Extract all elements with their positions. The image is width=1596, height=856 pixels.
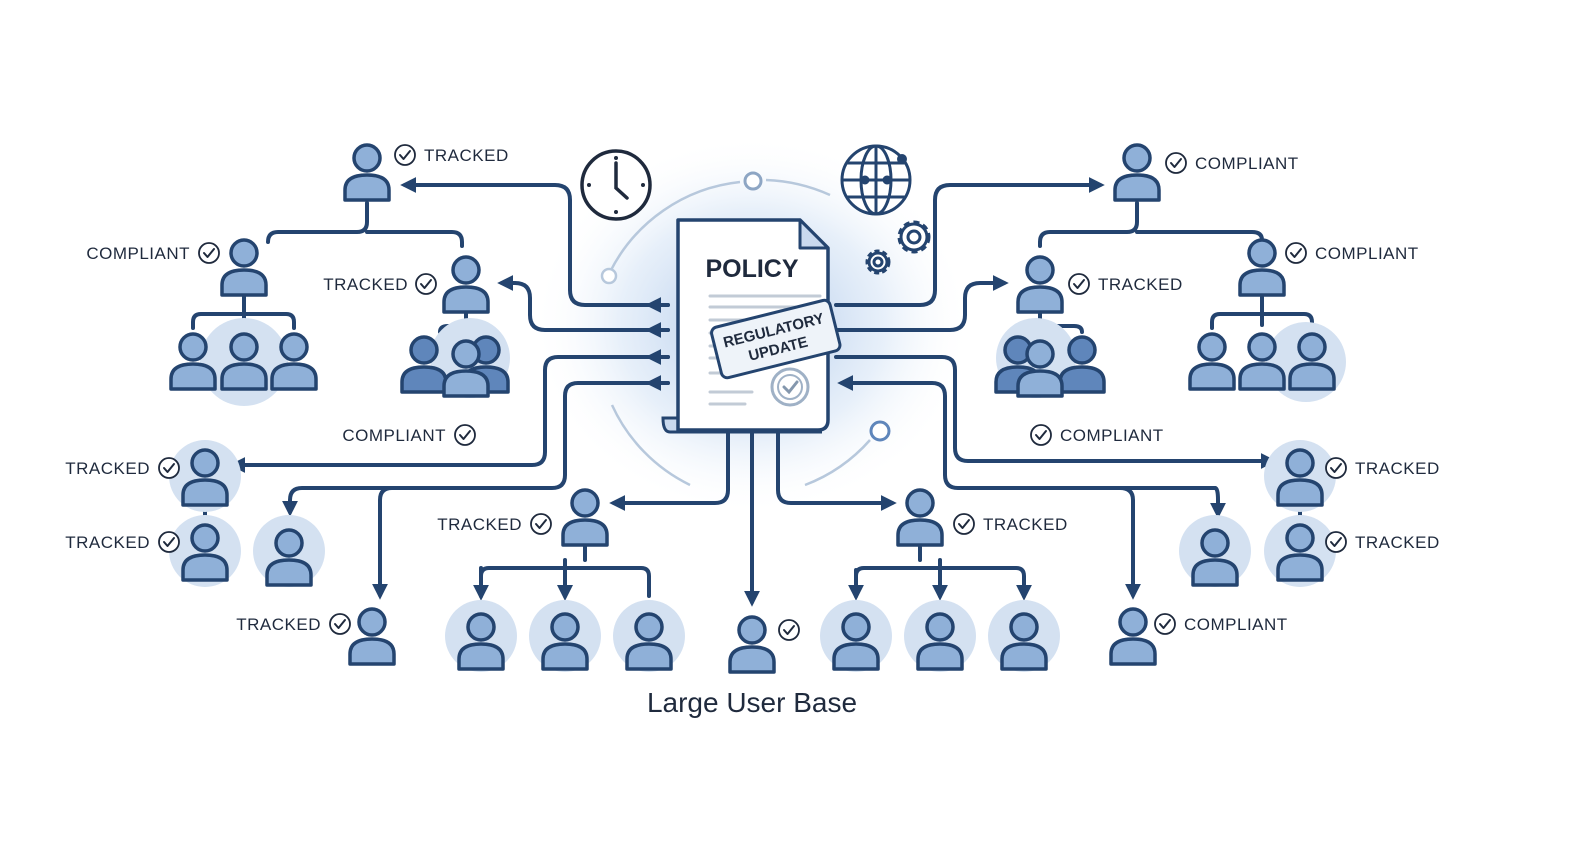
status-label: TRACKED xyxy=(323,275,408,294)
check-icon xyxy=(158,531,180,553)
status-label: COMPLIANT xyxy=(342,426,446,445)
user-icon xyxy=(1188,332,1236,391)
gears-icon xyxy=(865,220,931,275)
check-icon xyxy=(329,613,351,635)
status-label: COMPLIANT xyxy=(1195,154,1299,173)
status-labels: TRACKED COMPLIANT TRACKED COMPLIANT TRAC… xyxy=(65,144,1440,641)
check-icon xyxy=(454,424,476,446)
orbit-node xyxy=(600,267,618,285)
user-icon xyxy=(343,143,391,202)
user-icon xyxy=(1113,143,1161,202)
check-icon xyxy=(415,273,437,295)
globe-icon xyxy=(840,144,912,216)
approval-seal-icon xyxy=(770,367,810,407)
user-icon xyxy=(1238,238,1286,297)
connectors xyxy=(191,177,1314,602)
orbit-arc xyxy=(610,404,691,487)
check-icon xyxy=(778,619,800,641)
document-heading: POLICY xyxy=(705,255,798,283)
user-icon xyxy=(728,615,776,674)
status-label: COMPLIANT xyxy=(86,244,190,263)
status-label: TRACKED xyxy=(983,515,1068,534)
policy-document: POLICY REGULATORY UPDATE xyxy=(661,218,842,434)
diagram-title: Large User Base xyxy=(647,687,857,718)
check-icon xyxy=(1325,457,1347,479)
check-icon xyxy=(1165,152,1187,174)
status-label: TRACKED xyxy=(65,533,150,552)
regulatory-update-stamp: REGULATORY UPDATE xyxy=(710,298,842,380)
check-icon xyxy=(198,242,220,264)
user-icon xyxy=(561,488,609,547)
status-label: COMPLIANT xyxy=(1184,615,1288,634)
user-icon xyxy=(1109,607,1157,666)
check-icon xyxy=(1154,613,1176,635)
orbit-node xyxy=(743,171,763,191)
user-icon xyxy=(1016,255,1064,314)
user-icon xyxy=(442,255,490,314)
status-label: TRACKED xyxy=(1098,275,1183,294)
status-label: TRACKED xyxy=(1355,459,1440,478)
orbit-node xyxy=(869,420,891,442)
orbit-arc xyxy=(608,180,741,273)
clock-icon xyxy=(580,149,652,221)
status-label: TRACKED xyxy=(65,459,150,478)
check-icon xyxy=(1030,424,1052,446)
check-icon xyxy=(158,457,180,479)
status-label: COMPLIANT xyxy=(1060,426,1164,445)
orbit-arc xyxy=(765,178,831,197)
status-label: TRACKED xyxy=(1355,533,1440,552)
status-label: COMPLIANT xyxy=(1315,244,1419,263)
check-icon xyxy=(1285,242,1307,264)
orbit-arc xyxy=(804,439,871,487)
check-icon xyxy=(1325,531,1347,553)
status-label: TRACKED xyxy=(236,615,321,634)
status-label: TRACKED xyxy=(424,146,509,165)
check-icon xyxy=(1068,273,1090,295)
user-icon xyxy=(348,607,396,666)
status-label: TRACKED xyxy=(437,515,522,534)
check-icon xyxy=(394,144,416,166)
check-icon xyxy=(530,513,552,535)
check-icon xyxy=(953,513,975,535)
user-icon xyxy=(220,238,268,297)
user-icon xyxy=(896,488,944,547)
